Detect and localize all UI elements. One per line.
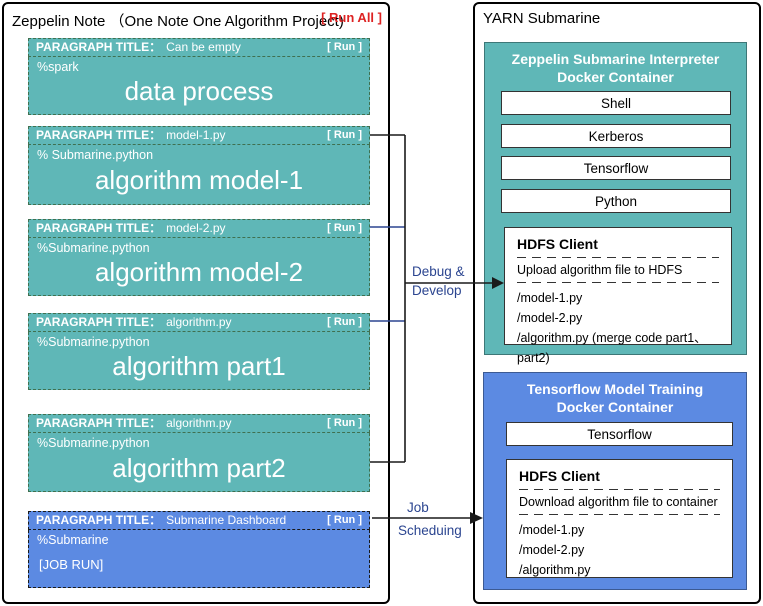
paragraph-title-label: PARAGRAPH TITLE：	[36, 416, 162, 430]
paragraph-title-value: model-2.py	[166, 221, 226, 235]
container-title-line2: Docker Container	[556, 399, 674, 415]
interpreter-directive: % Submarine.python	[37, 148, 154, 162]
hdfs-description: Upload algorithm file to HDFS	[517, 263, 683, 277]
paragraph-body: algorithm model-1	[94, 165, 304, 195]
container-title-line2: Docker Container	[557, 69, 674, 85]
paragraph-content: %spark data process	[28, 57, 370, 115]
run-button[interactable]: [ Run ]	[327, 222, 362, 234]
hdfs-file: /algorithm.py	[519, 563, 591, 577]
interpreter-directive: %Submarine.python	[37, 241, 150, 255]
container-title-line1: Zeppelin Submarine Interpreter	[511, 51, 720, 67]
hdfs-file: /model-2.py	[519, 543, 585, 557]
zeppelin-note-panel: Zeppelin Note （One Note One Algorithm Pr…	[2, 2, 390, 604]
paragraph-block-model-1: PARAGRAPH TITLE： model-1.py [ Run ] % Su…	[28, 126, 370, 205]
training-docker-container: Tensorflow Model Training Docker Contain…	[483, 372, 747, 590]
paragraph-title-label: PARAGRAPH TITLE：	[36, 513, 162, 527]
paragraph-title-value: Can be empty	[166, 40, 241, 54]
paragraph-title-label: PARAGRAPH TITLE：	[36, 315, 162, 329]
container-title: Tensorflow Model Training Docker Contain…	[484, 380, 746, 416]
paragraph-title-value: model-1.py	[166, 128, 226, 142]
paragraph-body: [JOB RUN]	[39, 557, 104, 572]
dashed-separator	[517, 282, 719, 283]
run-all-button[interactable]: [ Run All ]	[321, 10, 382, 25]
run-button[interactable]: [ Run ]	[327, 316, 362, 328]
paragraph-content: % Submarine.python algorithm model-1	[28, 145, 370, 205]
paragraph-body: algorithm model-2	[94, 257, 304, 287]
paragraph-title-bar: PARAGRAPH TITLE： algorithm.py [ Run ]	[28, 313, 370, 332]
hdfs-client-title: HDFS Client	[519, 468, 600, 484]
hdfs-client-box: HDFS Client Download algorithm file to c…	[506, 459, 733, 578]
job-scheduling-label-line1: Job	[407, 500, 429, 515]
module-tensorflow: Tensorflow	[501, 156, 731, 180]
hdfs-file: /algorithm.py (merge code part1、part2)	[517, 331, 707, 365]
paragraph-title-bar: PARAGRAPH TITLE： Can be empty [ Run ]	[28, 38, 370, 57]
dashed-separator	[519, 489, 720, 490]
paragraph-block-model-2: PARAGRAPH TITLE： model-2.py [ Run ] %Sub…	[28, 219, 370, 296]
hdfs-client-box: HDFS Client Upload algorithm file to HDF…	[504, 227, 732, 365]
paragraph-content: %Submarine.python algorithm part1	[28, 332, 370, 390]
hdfs-client-title: HDFS Client	[517, 236, 598, 252]
run-button[interactable]: [ Run ]	[327, 129, 362, 141]
dashed-separator	[519, 514, 720, 515]
paragraph-block-part2: PARAGRAPH TITLE： algorithm.py [ Run ] %S…	[28, 414, 370, 492]
yarn-submarine-panel: YARN Submarine Zeppelin Submarine Interp…	[473, 2, 761, 604]
paragraph-body: algorithm part2	[112, 452, 286, 483]
run-button[interactable]: [ Run ]	[327, 41, 362, 53]
paragraph-title-label: PARAGRAPH TITLE：	[36, 128, 162, 142]
paragraph-body: data process	[124, 76, 274, 106]
module-kerberos: Kerberos	[501, 124, 731, 148]
module-shell: Shell	[501, 91, 731, 115]
debug-develop-label: Debug & Develop	[412, 262, 465, 300]
debug-label-line2: Develop	[412, 283, 462, 298]
paragraph-block-dashboard: PARAGRAPH TITLE： Submarine Dashboard [ R…	[28, 511, 370, 588]
dashed-separator	[517, 257, 719, 258]
container-title-line1: Tensorflow Model Training	[526, 381, 704, 397]
run-button[interactable]: [ Run ]	[327, 514, 362, 526]
container-title: Zeppelin Submarine Interpreter Docker Co…	[485, 50, 746, 86]
paragraph-title-value: algorithm.py	[166, 315, 232, 329]
paragraph-title-bar: PARAGRAPH TITLE： Submarine Dashboard [ R…	[28, 511, 370, 530]
paragraph-content: %Submarine.python algorithm model-2	[28, 238, 370, 296]
interpreter-directive: %Submarine.python	[37, 335, 150, 349]
run-button[interactable]: [ Run ]	[327, 417, 362, 429]
interpreter-directive: %Submarine	[37, 533, 109, 547]
interpreter-directive: %spark	[37, 60, 79, 74]
yarn-submarine-title: YARN Submarine	[483, 10, 601, 27]
zeppelin-note-title: Zeppelin Note （One Note One Algorithm Pr…	[12, 13, 344, 30]
paragraph-title-bar: PARAGRAPH TITLE： model-1.py [ Run ]	[28, 126, 370, 145]
paragraph-content: %Submarine.python algorithm part2	[28, 433, 370, 492]
paragraph-block-part1: PARAGRAPH TITLE： algorithm.py [ Run ] %S…	[28, 313, 370, 390]
paragraph-title-bar: PARAGRAPH TITLE： algorithm.py [ Run ]	[28, 414, 370, 433]
paragraph-title-value: algorithm.py	[166, 416, 232, 430]
module-python: Python	[501, 189, 731, 213]
interpreter-directive: %Submarine.python	[37, 436, 150, 450]
paragraph-body: algorithm part1	[112, 351, 286, 381]
paragraph-title-bar: PARAGRAPH TITLE： model-2.py [ Run ]	[28, 219, 370, 238]
hdfs-file: /model-2.py	[517, 311, 583, 325]
job-scheduling-label-line2: Scheduing	[398, 523, 462, 538]
hdfs-file: /model-1.py	[519, 523, 585, 537]
paragraph-title-label: PARAGRAPH TITLE：	[36, 221, 162, 235]
paragraph-title-value: Submarine Dashboard	[166, 513, 287, 527]
hdfs-description: Download algorithm file to container	[519, 495, 718, 509]
interpreter-docker-container: Zeppelin Submarine Interpreter Docker Co…	[484, 42, 747, 365]
hdfs-file: /model-1.py	[517, 291, 583, 305]
paragraph-title-label: PARAGRAPH TITLE：	[36, 40, 162, 54]
debug-label-line1: Debug &	[412, 264, 465, 279]
module-tensorflow: Tensorflow	[506, 422, 733, 446]
paragraph-block-data-process: PARAGRAPH TITLE： Can be empty [ Run ] %s…	[28, 38, 370, 115]
paragraph-content: %Submarine [JOB RUN]	[28, 530, 370, 588]
